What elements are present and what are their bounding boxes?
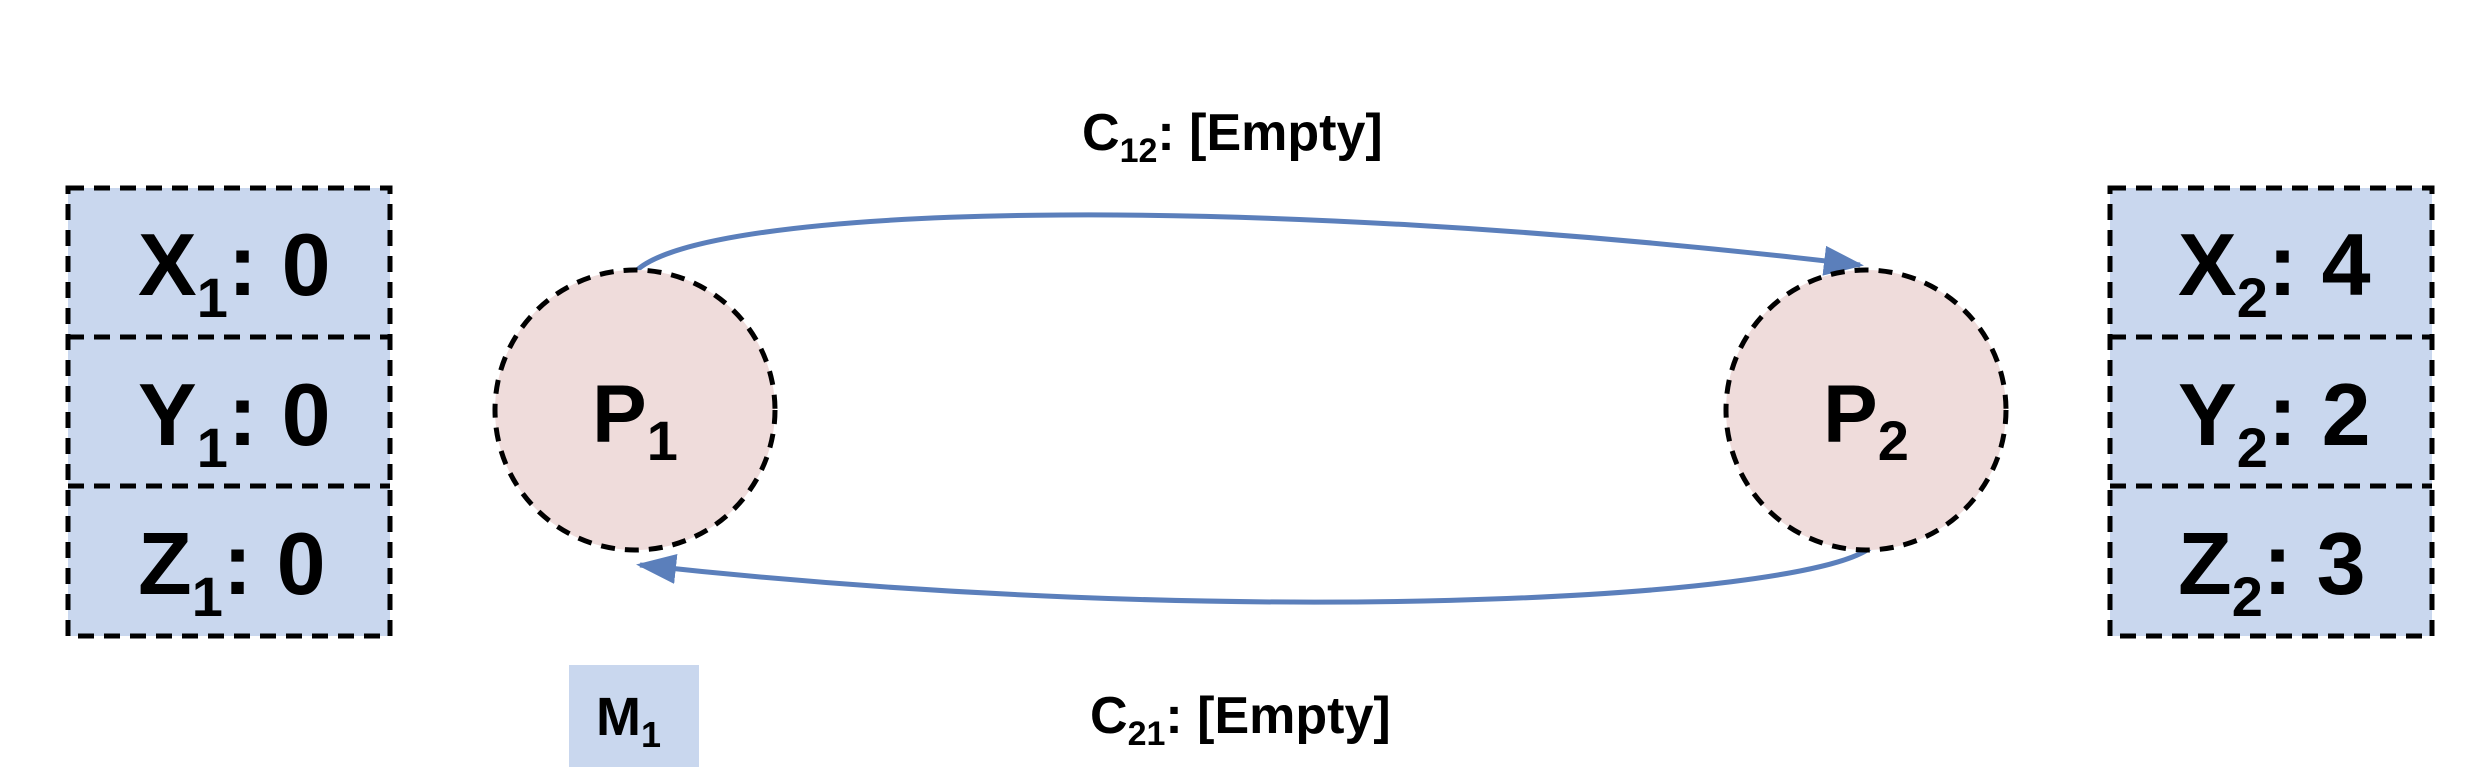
state-p1-x: X1: 0 xyxy=(138,215,331,329)
message-m1: M1 xyxy=(569,665,699,767)
process-p2-label: P2 xyxy=(1823,369,1909,472)
state-p1-y: Y1: 0 xyxy=(138,365,331,479)
state-table-p1: X1: 0 Y1: 0 Z1: 0 xyxy=(65,185,393,639)
state-p2-y: Y2: 2 xyxy=(2178,365,2371,479)
channel-c12-arrow xyxy=(633,212,1864,276)
state-p1-z: Z1: 0 xyxy=(138,514,326,628)
message-m1-label: M1 xyxy=(596,687,661,755)
channel-c12-label: C12: [Empty] xyxy=(1082,104,1383,170)
process-p1: P1 xyxy=(492,267,778,553)
state-p2-z: Z2: 3 xyxy=(2178,514,2366,628)
state-p2-x: X2: 4 xyxy=(2178,215,2371,329)
process-p1-label: P1 xyxy=(592,369,678,472)
process-p2: P2 xyxy=(1723,267,2009,553)
state-table-p2: X2: 4 Y2: 2 Z2: 3 xyxy=(2107,185,2435,639)
channel-c21-label: C21: [Empty] xyxy=(1090,687,1391,753)
channel-c21-arrow xyxy=(636,545,1872,605)
